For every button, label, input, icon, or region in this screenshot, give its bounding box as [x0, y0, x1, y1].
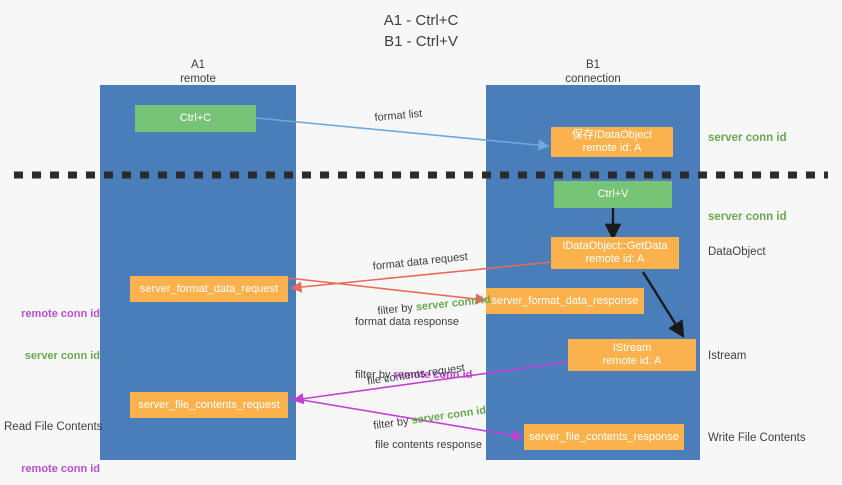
- page-title: A1 - Ctrl+C B1 - Ctrl+V: [383, 12, 459, 50]
- label-remote-conn-id-format: remote conn id: [21, 308, 100, 320]
- label-server-conn-id-format: server conn id: [24, 350, 100, 362]
- label-remote-conn-id-file: remote conn id: [21, 463, 100, 475]
- caption-file-contents-request-line1: file contents request: [366, 361, 466, 388]
- label-read-file-contents: Read File Contents: [4, 421, 103, 433]
- box-ctrl-c[interactable]: Ctrl+C: [135, 105, 256, 132]
- caption-format-list: format list: [374, 107, 423, 124]
- box-server-format-data-request[interactable]: server_format_data_request: [130, 276, 288, 302]
- box-server-file-contents-response[interactable]: server_file_contents_response: [524, 424, 684, 450]
- caption-format-data-request-line1: format data request: [372, 250, 469, 273]
- label-dataobject: DataObject: [708, 246, 766, 258]
- lane-heading-a1: A1 remote: [180, 59, 216, 85]
- lane-heading-b1: B1 connection: [565, 59, 621, 85]
- label-format-data-conn-ids: remote conn id server conn id: [8, 279, 100, 391]
- caption-filter-prefix-2: filter by: [355, 369, 394, 381]
- box-getdata[interactable]: IDataObject::GetData remote id: A: [551, 237, 679, 269]
- box-save-idataobject[interactable]: 保存IDataObject remote id: A: [551, 127, 673, 157]
- caption-format-data-response: format data response filter by remote co…: [355, 285, 472, 413]
- caption-file-contents-response-line1: file contents response: [375, 439, 483, 451]
- box-ctrl-v[interactable]: Ctrl+V: [554, 181, 672, 208]
- label-server-conn-id-top: server conn id: [708, 132, 787, 144]
- label-server-conn-id-mid: server conn id: [708, 211, 787, 223]
- box-server-file-contents-request[interactable]: server_file_contents_request: [130, 392, 288, 418]
- caption-format-data-response-line2: filter by remote conn id: [355, 368, 472, 383]
- box-istream[interactable]: IStream remote id: A: [568, 339, 696, 371]
- label-write-file-contents: Write File Contents: [708, 432, 806, 444]
- caption-format-data-response-line1: format data response: [355, 316, 459, 328]
- caption-filter-key-remote: remote conn id: [393, 369, 473, 381]
- box-server-format-data-response[interactable]: server_format_data_response: [486, 288, 644, 314]
- caption-file-contents-response: file contents response filter by remote …: [375, 408, 482, 485]
- label-read-file-contents-group: Read File Contents remote conn id server…: [4, 392, 103, 485]
- label-istream: Istream: [708, 350, 747, 362]
